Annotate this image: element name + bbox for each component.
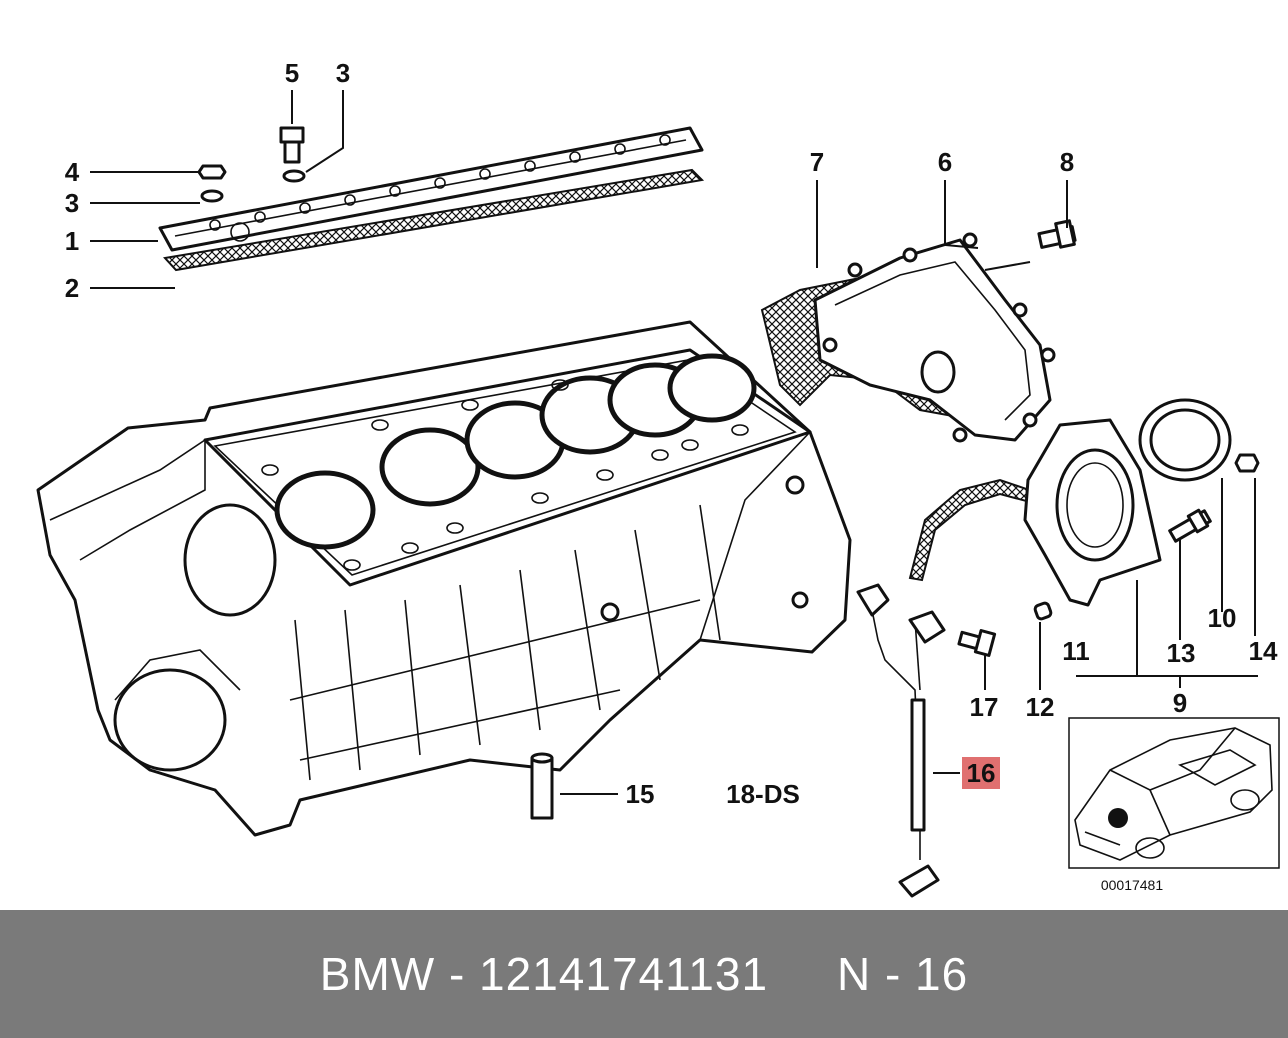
part-footer-text: BMW - 12141741131 N - 16 (319, 948, 969, 1000)
callout-8: 8 (1060, 147, 1074, 177)
location-marker-icon (1108, 808, 1128, 828)
callout-15: 15 (626, 779, 655, 809)
engine-block-part (36, 320, 852, 837)
leader-lines (90, 90, 1258, 795)
parts-diagram: 5 3 4 3 1 2 7 6 8 10 11 13 14 9 12 17 15… (36, 58, 1280, 898)
callout-3-top: 3 (336, 58, 350, 88)
callout-14: 14 (1249, 636, 1278, 666)
callout-17: 17 (970, 692, 999, 722)
callout-10: 10 (1208, 603, 1237, 633)
rear-seal-carrier-part (908, 398, 1260, 657)
part-footer-bar: BMW - 12141741131 N - 16 (0, 910, 1288, 1038)
valley-cover-part (158, 126, 705, 272)
highlight-box (962, 757, 1000, 789)
callout-3: 3 (65, 188, 79, 218)
callout-4: 4 (65, 157, 80, 187)
vehicle-locator-inset (1068, 717, 1280, 869)
callout-7: 7 (810, 147, 824, 177)
callout-16: 16 (967, 758, 996, 788)
dowel-sleeve-part (530, 752, 554, 820)
callout-6: 6 (938, 147, 952, 177)
callout-9: 9 (1173, 688, 1187, 718)
callout-13: 13 (1167, 638, 1196, 668)
reference-code: 00017481 (1101, 877, 1164, 893)
callout-12: 12 (1026, 692, 1055, 722)
sensor-cable-part (856, 583, 946, 898)
callout-5: 5 (285, 58, 299, 88)
front-cover-part (760, 219, 1077, 443)
callout-18-ds: 18-DS (726, 779, 800, 809)
callout-1: 1 (65, 226, 79, 256)
callout-11: 11 (1062, 636, 1090, 666)
callout-2: 2 (65, 273, 79, 303)
